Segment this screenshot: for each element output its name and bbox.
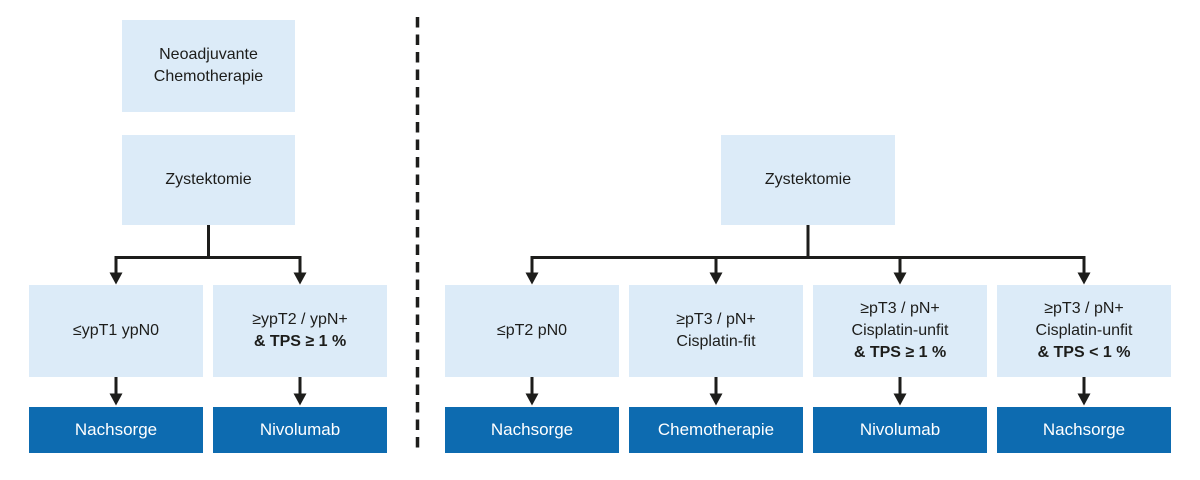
arrowhead-icon [709, 393, 723, 406]
box-label-line-bold: & TPS ≥ 1 % [253, 333, 347, 350]
result-label: Nachsorge [74, 420, 158, 439]
left-pre-treatment-box: Neoadjuvante Chemotherapie [122, 20, 295, 112]
left-root-box: Zystektomie [122, 135, 295, 225]
arrowhead-icon [293, 393, 307, 406]
box-label-line: ≤pT2 pN0 [496, 322, 568, 339]
left-result-box-2: Nivolumab [213, 407, 387, 453]
box-label-line: Cisplatin-unfit [1035, 322, 1133, 339]
result-label: Nachsorge [1042, 420, 1126, 439]
right-connector-group [525, 225, 1091, 406]
result-label: Chemotherapie [657, 420, 775, 439]
box-label-line: Cisplatin-fit [676, 333, 756, 350]
box-label-line-bold: & TPS ≥ 1 % [853, 344, 947, 361]
box-label-line-bold: & TPS < 1 % [1037, 344, 1131, 361]
left-result-box-1: Nachsorge [29, 407, 203, 453]
right-condition-box-2: ≥pT3 / pN+ Cisplatin-fit [629, 285, 803, 377]
box-label-line: ≥pT3 / pN+ [676, 311, 756, 328]
right-result-box-1: Nachsorge [445, 407, 619, 453]
right-condition-box-3: ≥pT3 / pN+ Cisplatin-unfit & TPS ≥ 1 % [813, 285, 987, 377]
left-connector-group [109, 225, 307, 406]
arrowhead-icon [109, 272, 123, 285]
right-condition-box-4: ≥pT3 / pN+ Cisplatin-unfit & TPS < 1 % [997, 285, 1171, 377]
box-label-line: Zystektomie [764, 171, 852, 188]
result-label: Nachsorge [490, 420, 574, 439]
left-condition-box-2: ≥ypT2 / ypN+ & TPS ≥ 1 % [213, 285, 387, 377]
arrowhead-icon [1077, 272, 1091, 285]
arrowhead-icon [525, 393, 539, 406]
arrowhead-icon [893, 393, 907, 406]
box-label-line: Neoadjuvante [159, 46, 258, 63]
box-label-line: ≥pT3 / pN+ [860, 300, 940, 317]
arrowhead-icon [109, 393, 123, 406]
right-result-box-2: Chemotherapie [629, 407, 803, 453]
right-result-box-4: Nachsorge [997, 407, 1171, 453]
box-label-line: ≥ypT2 / ypN+ [252, 311, 348, 328]
arrowhead-icon [293, 272, 307, 285]
right-condition-box-1: ≤pT2 pN0 [445, 285, 619, 377]
arrowhead-icon [525, 272, 539, 285]
arrowhead-icon [893, 272, 907, 285]
result-label: Nivolumab [259, 420, 341, 439]
arrowhead-icon [1077, 393, 1091, 406]
box-label-line: Chemotherapie [153, 68, 264, 85]
right-result-box-3: Nivolumab [813, 407, 987, 453]
left-condition-box-1: ≤ypT1 ypN0 [29, 285, 203, 377]
right-root-box: Zystektomie [721, 135, 895, 225]
box-label-line: ≤ypT1 ypN0 [72, 322, 160, 339]
box-label-line: Cisplatin-unfit [851, 322, 949, 339]
arrowhead-icon [709, 272, 723, 285]
box-label-line: ≥pT3 / pN+ [1044, 300, 1124, 317]
box-label-line: Zystektomie [165, 171, 252, 188]
result-label: Nivolumab [859, 420, 941, 439]
